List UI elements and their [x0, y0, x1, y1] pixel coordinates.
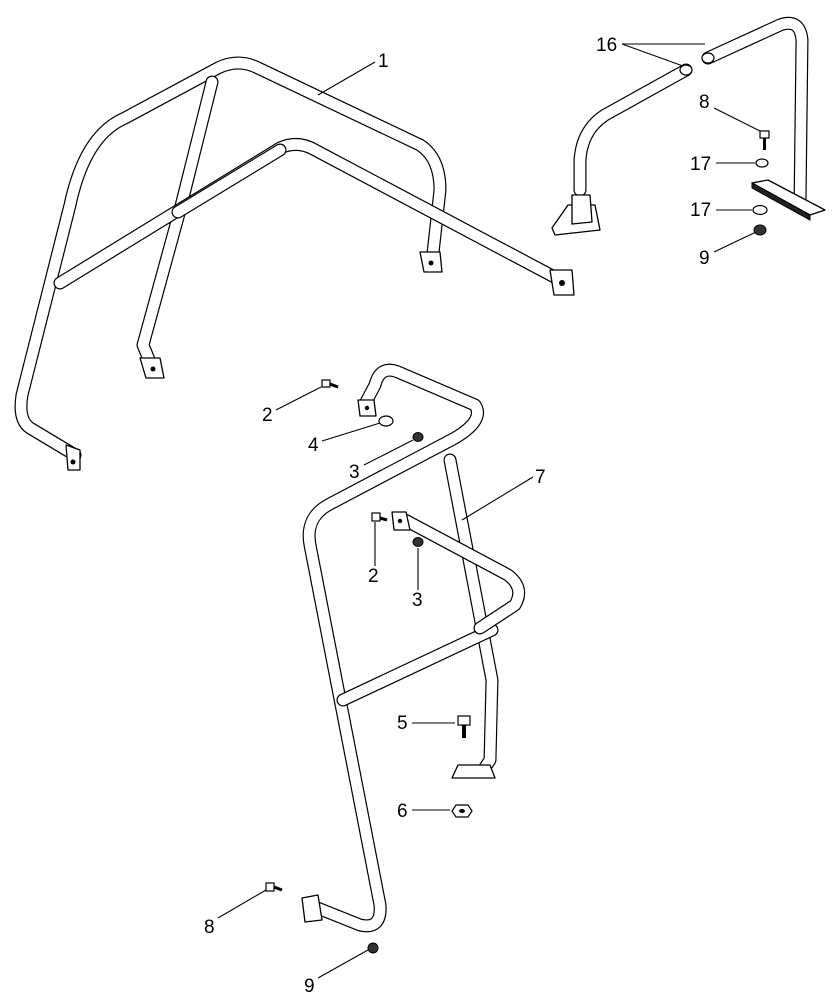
callout-9-bottom: 9	[304, 976, 315, 997]
hardware-nut-6	[451, 804, 473, 818]
hardware-bolt-2-b	[371, 512, 388, 522]
hardware-washer-17-b	[752, 204, 768, 216]
callout-8-top: 8	[699, 92, 710, 113]
callout-5: 5	[397, 713, 408, 734]
part-7-brackets	[301, 399, 496, 923]
part-1-mount-brackets	[65, 251, 575, 471]
leader-lines	[217, 43, 761, 979]
hardware-nut-9-bottom	[367, 942, 379, 954]
callout-3-a: 3	[349, 462, 360, 483]
callout-8-bottom: 8	[204, 917, 215, 938]
callout-2-b: 2	[368, 566, 379, 587]
hardware-bolt-8-top	[759, 130, 770, 150]
callout-1: 1	[378, 51, 389, 72]
hardware-nut-9-top	[753, 224, 767, 236]
callout-17-a: 17	[690, 154, 711, 175]
callout-labels: 1 16 8 17 17 9 2 4 3 7 2 3 5 6 8 9	[204, 35, 711, 997]
callout-3-b: 3	[412, 590, 423, 611]
part-16-rear-hoop-left	[551, 63, 693, 236]
hardware-bolt-2-a	[321, 379, 339, 389]
callout-7: 7	[535, 467, 546, 488]
part-7-frame	[302, 363, 526, 933]
callout-9-top: 9	[699, 248, 710, 269]
part-16-rear-hoop-right	[701, 16, 826, 221]
hardware-bolt-5	[457, 715, 471, 738]
callout-6: 6	[397, 801, 408, 822]
part-1-frame	[14, 56, 567, 462]
hardware-nut-3-b	[412, 537, 424, 547]
hardware-nut-3-a	[412, 432, 424, 442]
hardware-washer-4	[378, 415, 394, 427]
hardware-washer-17-a	[755, 158, 769, 168]
callout-4: 4	[308, 435, 319, 456]
callout-16: 16	[596, 35, 617, 56]
callout-17-b: 17	[690, 200, 711, 221]
callout-2-a: 2	[262, 405, 273, 426]
hardware-bolt-8-bottom	[265, 882, 283, 892]
